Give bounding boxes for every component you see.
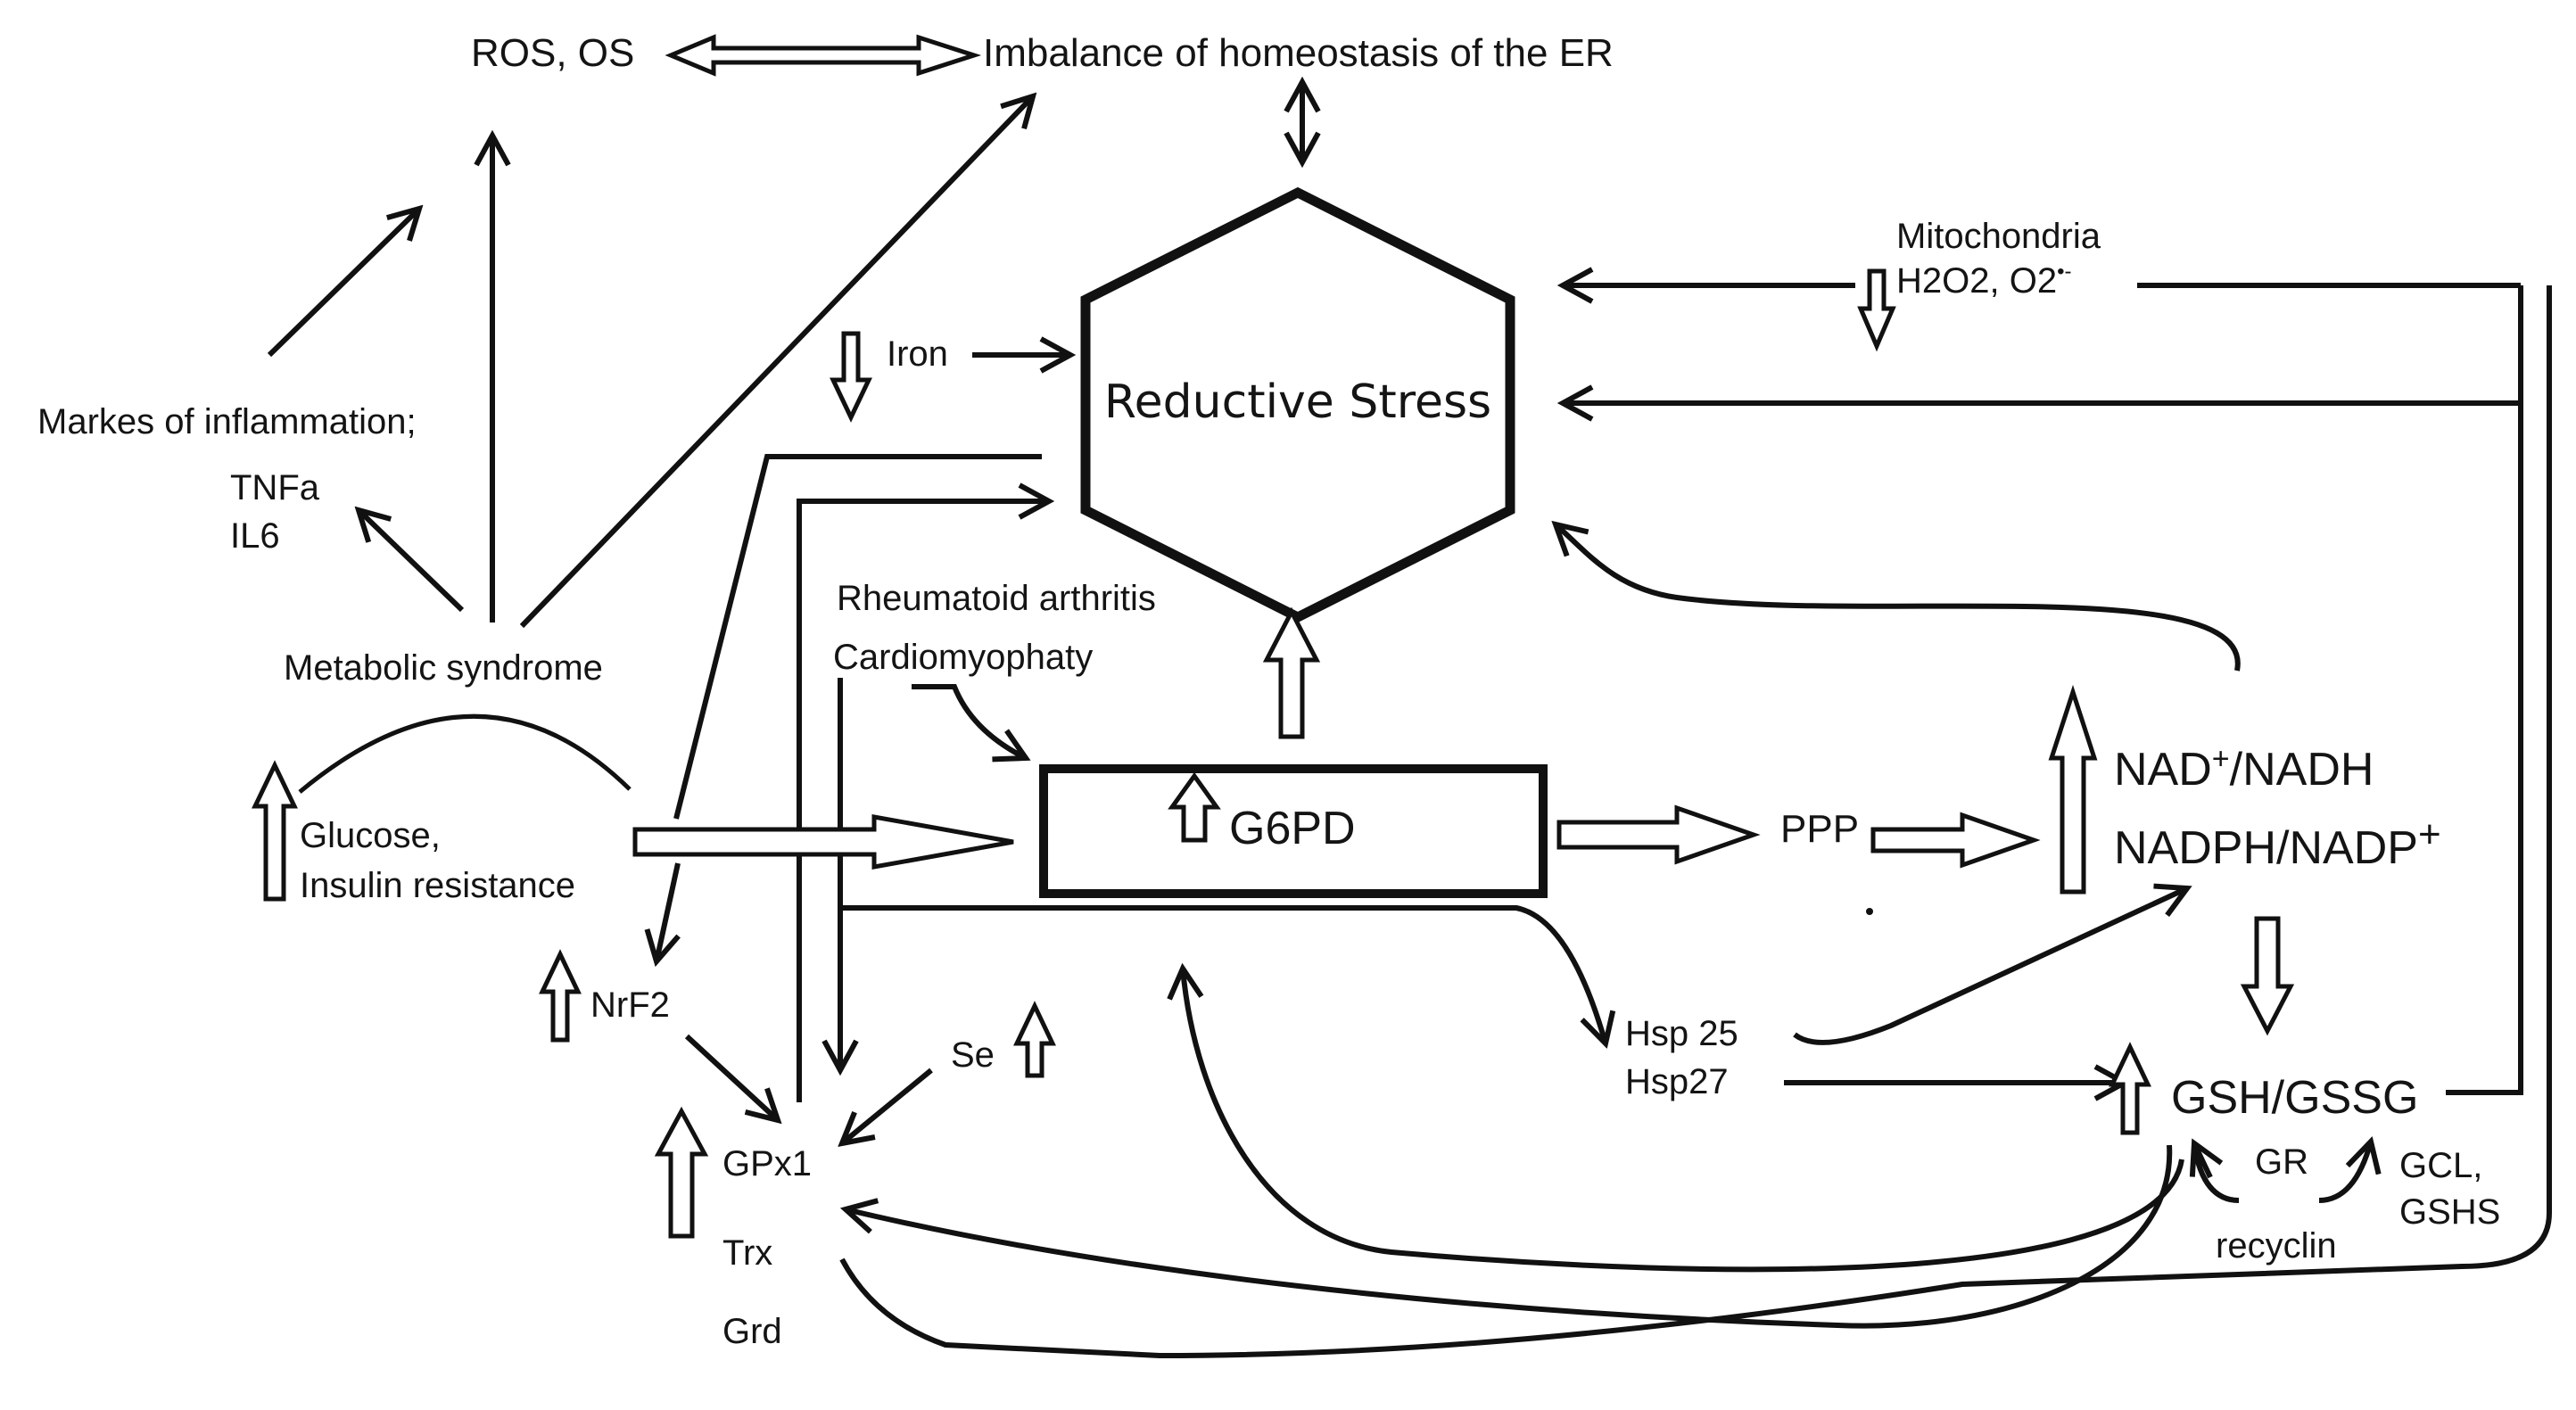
arrow-gpx-to-stress bbox=[797, 501, 1049, 1102]
arrow-nrf2-to-gpx bbox=[684, 1034, 778, 1120]
curve-gsh-to-g6pd bbox=[1183, 969, 2184, 1273]
tnfa-label: TNFa bbox=[230, 468, 320, 507]
nad-text: NAD bbox=[2114, 744, 2212, 796]
glucose-label: Glucose, bbox=[300, 816, 441, 855]
nrf2-label: NrF2 bbox=[590, 985, 670, 1025]
grd-label: Grd bbox=[722, 1312, 782, 1351]
arrow-hsp-to-nadph bbox=[1793, 888, 2187, 1045]
nad-nadh-label: NAD+/NADH bbox=[2114, 742, 2374, 796]
hollow-arrow-ppp-to-nad bbox=[1870, 812, 2041, 869]
down-arrow-iron bbox=[830, 331, 872, 423]
g6pd-box bbox=[1039, 764, 1548, 898]
down-arrow-nadph-to-gsh bbox=[2240, 916, 2295, 1036]
h2o2-text: H2O2, O2 bbox=[1896, 261, 2057, 301]
up-arrow-g6pd bbox=[1168, 771, 1221, 843]
down-arrow-h2o2 bbox=[1857, 268, 1896, 352]
stray-dot bbox=[1866, 908, 1873, 915]
nadh-text: /NADH bbox=[2230, 744, 2374, 796]
hsp27-label: Hsp27 bbox=[1625, 1062, 1729, 1101]
er-imbalance-label: Imbalance of homeostasis of the ER bbox=[983, 31, 1614, 75]
se-label: Se bbox=[951, 1035, 995, 1075]
hollow-wedge-glucose-to-g6pd bbox=[632, 814, 1014, 870]
ros-er-double-arrow bbox=[665, 34, 982, 77]
up-arrow-nad bbox=[2048, 684, 2098, 895]
reductive-stress-label: Reductive Stress bbox=[1104, 375, 1491, 429]
trx-label: Trx bbox=[722, 1233, 772, 1273]
gpx1-label: GPx1 bbox=[722, 1144, 812, 1183]
arrow-cardio-to-g6pd bbox=[912, 684, 1026, 758]
arrow-line-to-hsp bbox=[840, 905, 1606, 1043]
h2o2-superscript: •- bbox=[2057, 260, 2071, 284]
gcl-label: GCL, bbox=[2399, 1146, 2482, 1185]
ros-os-label: ROS, OS bbox=[471, 31, 634, 75]
inflammation-label: Markes of inflammation; bbox=[37, 402, 417, 441]
g6pd-label: G6PD bbox=[1229, 803, 1356, 854]
up-arrow-gsh bbox=[2109, 1042, 2151, 1135]
up-arrow-gpx bbox=[654, 1106, 709, 1239]
iron-label: Iron bbox=[887, 334, 948, 374]
nadp-superscript: + bbox=[2418, 812, 2441, 856]
arrow-inflammation-up bbox=[267, 209, 419, 358]
right-bus-inner bbox=[839, 285, 2552, 1359]
glucose-hump-curve bbox=[298, 713, 632, 794]
gr-label: GR bbox=[2255, 1142, 2308, 1182]
right-bus-outer bbox=[2446, 285, 2523, 1095]
insulin-label: Insulin resistance bbox=[300, 866, 575, 905]
line-glucose-to-stress bbox=[673, 454, 1042, 820]
up-arrow-glucose bbox=[252, 760, 298, 902]
up-arrow-se bbox=[1013, 1001, 1056, 1078]
h2o2-label: H2O2, O2•- bbox=[1896, 260, 2071, 301]
arrow-syndrome-to-markers bbox=[359, 510, 465, 613]
cardiomyopathy-label: Cardiomyophaty bbox=[833, 638, 1093, 677]
hsp25-label: Hsp 25 bbox=[1625, 1014, 1738, 1053]
recycling-label: recyclin bbox=[2216, 1226, 2337, 1266]
curve-gsh-to-gpx bbox=[846, 1144, 2173, 1329]
rheumatoid-label: Rheumatoid arthritis bbox=[837, 579, 1156, 618]
reductive-stress-hexagon bbox=[1080, 186, 1515, 623]
il6-label: IL6 bbox=[230, 516, 280, 556]
nad-superscript: + bbox=[2212, 742, 2230, 776]
arrow-se-to-gpx bbox=[842, 1068, 933, 1143]
gsh-gssg-label: GSH/GSSG bbox=[2171, 1072, 2418, 1124]
nadph-nadp-label: NADPH/NADP+ bbox=[2114, 812, 2441, 874]
up-arrow-g6pd-to-stress bbox=[1262, 606, 1321, 739]
gr-cycle-left-tip bbox=[2194, 1143, 2210, 1179]
gshs-label: GSHS bbox=[2399, 1192, 2500, 1232]
hollow-arrow-g6pd-to-ppp bbox=[1556, 804, 1761, 865]
mitochondria-label: Mitochondria bbox=[1896, 217, 2101, 256]
ppp-label: PPP bbox=[1780, 807, 1859, 851]
nadph-text: NADPH/NADP bbox=[2114, 822, 2418, 874]
metabolic-syndrome-label: Metabolic syndrome bbox=[284, 648, 603, 688]
arrow-glucose-to-nrf2 bbox=[656, 862, 681, 961]
arrow-syndrome-to-er bbox=[519, 96, 1033, 629]
curve-nad-to-stress bbox=[1556, 524, 2241, 672]
up-arrow-nrf2 bbox=[539, 949, 582, 1043]
